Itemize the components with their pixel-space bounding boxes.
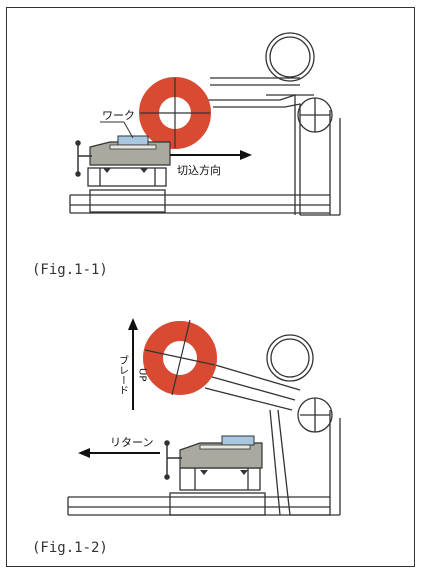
- fig1-caption: (Fig.1-1): [32, 262, 108, 278]
- fig1-table: [89, 189, 166, 213]
- fig1-diagram: ワーク 切込方向: [69, 32, 341, 216]
- fig2-blade: [143, 321, 217, 395]
- fig2-caption: (Fig.1-2): [32, 540, 108, 556]
- fig2-table: [169, 492, 266, 516]
- fig2-blade-label: ブレード: [117, 354, 128, 395]
- fig2-up-label: UP: [137, 368, 148, 381]
- fig2-arm: [204, 361, 301, 391]
- fig1-motor-circle: [265, 32, 315, 82]
- fig2-diagram: ブレード UP リターン: [67, 318, 341, 516]
- fig2-return-label: リターン: [110, 436, 153, 449]
- fig2-work: [221, 435, 255, 446]
- fig1-direction-label: 切込方向: [177, 163, 221, 177]
- figure-frame: [6, 7, 415, 567]
- fig1-work-label: ワーク: [102, 109, 135, 122]
- fig2-motor-circle: [266, 334, 314, 382]
- fig1-column: [207, 94, 296, 215]
